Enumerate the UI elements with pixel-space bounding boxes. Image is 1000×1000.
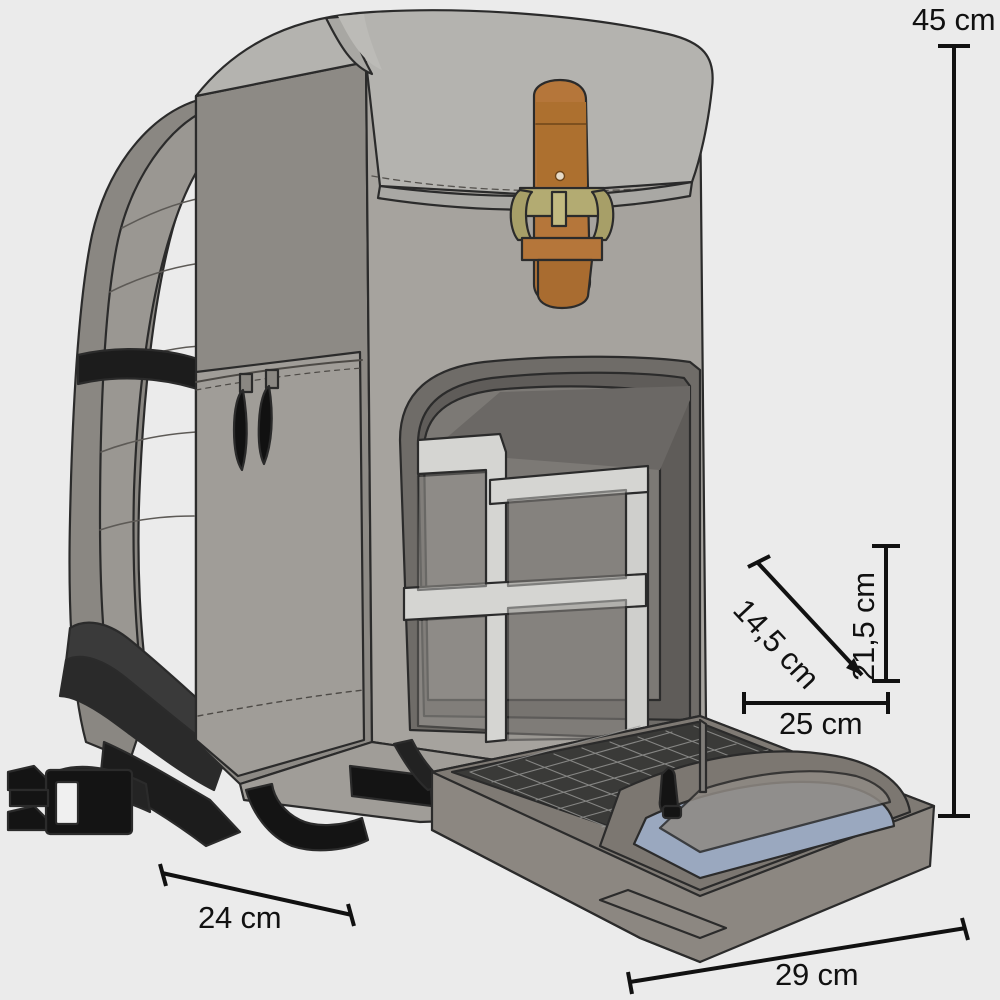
side-release-buckle [6, 764, 134, 836]
brass-buckle [509, 186, 615, 242]
blue-lining-panel [632, 770, 896, 880]
zipper-pull-tabs [232, 368, 280, 472]
lid-zipper-pull [658, 766, 683, 820]
inner-width-dimension-label: 25 cm [779, 706, 863, 741]
dimension-lines [158, 44, 970, 995]
depth-dimension-label: 24 cm [198, 900, 282, 935]
height-dimension-line [938, 44, 970, 818]
front-zipper-pocket [194, 350, 366, 778]
leather-buckle-strap [509, 78, 615, 310]
open-front-lid [430, 714, 936, 964]
inner-depth-dimension-line [747, 554, 864, 677]
inner-width-dimension-line [742, 692, 890, 714]
inner-height-dimension-line [872, 544, 900, 683]
padded-camera-dividers [402, 432, 650, 744]
depth-dimension-line [158, 863, 356, 927]
width-dimension-label: 29 cm [775, 957, 859, 992]
width-dimension-line [626, 917, 970, 995]
body-right-edge [698, 718, 708, 794]
open-main-compartment [398, 355, 702, 744]
height-dimension-label: 45 cm [912, 2, 996, 37]
inner-height-dimension-label: 21,5 cm [846, 572, 881, 681]
